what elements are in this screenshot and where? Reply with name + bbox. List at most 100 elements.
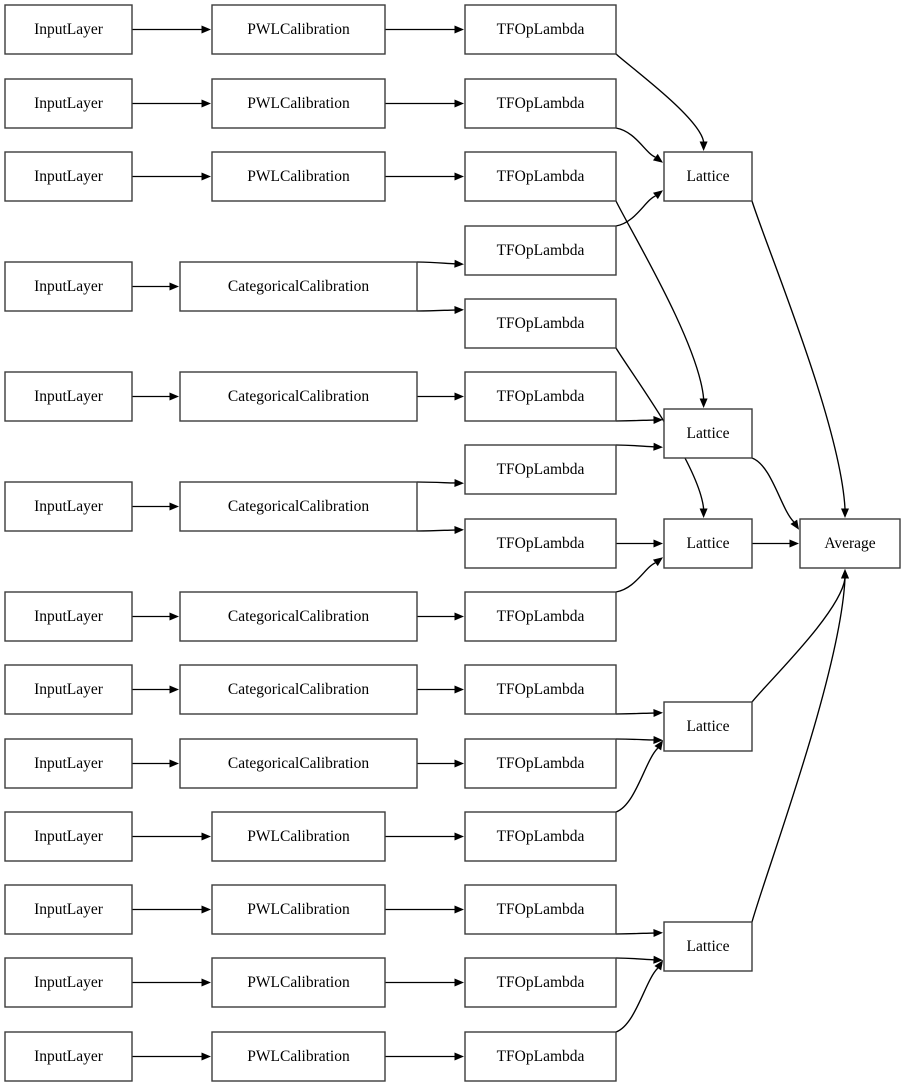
node-input-layer-2[interactable]: InputLayer <box>4 78 133 129</box>
node-pwl-calibration-1[interactable]: PWLCalibration <box>211 4 386 55</box>
node-tfoplambda-1[interactable]: TFOpLambda <box>464 4 617 55</box>
edge-lam9-to-lat3 <box>615 562 656 593</box>
node-input-layer-1-box <box>4 4 133 55</box>
node-tfoplambda-9[interactable]: TFOpLambda <box>464 591 617 642</box>
node-input-layer-8[interactable]: InputLayer <box>4 664 133 715</box>
node-tfoplambda-5[interactable]: TFOpLambda <box>464 298 617 349</box>
node-tfoplambda-10-box <box>464 664 617 715</box>
arrowhead-cal6-to-lam8 <box>454 526 464 535</box>
node-tfoplambda-9-box <box>464 591 617 642</box>
arrowhead-in10-to-cal10 <box>201 832 211 841</box>
node-categorical-calibration-7[interactable]: CategoricalCalibration <box>179 591 418 642</box>
node-input-layer-11[interactable]: InputLayer <box>4 884 133 935</box>
node-lattice-1-label: Lattice <box>686 168 729 185</box>
node-input-layer-13[interactable]: InputLayer <box>4 1031 133 1082</box>
node-average-label: Average <box>824 535 875 552</box>
node-input-layer-7[interactable]: InputLayer <box>4 591 133 642</box>
edge-lam15-to-lat5 <box>615 967 659 1033</box>
arrowhead-cal9-to-lam11 <box>454 759 464 768</box>
node-lattice-3[interactable]: Lattice <box>663 518 753 569</box>
arrowhead-cal4-to-lam5 <box>454 306 464 315</box>
edge-lam14-to-lat5 <box>615 957 654 961</box>
arrowhead-cal2-to-lam2 <box>454 99 464 108</box>
node-tfoplambda-7[interactable]: TFOpLambda <box>464 444 617 495</box>
node-input-layer-8-box <box>4 664 133 715</box>
node-tfoplambda-12-box <box>464 811 617 862</box>
arrowhead-in4-to-cal4 <box>169 282 179 291</box>
edge-lam6-to-lat2 <box>615 419 654 422</box>
node-input-layer-11-label: InputLayer <box>34 901 104 918</box>
arrowhead-lam9-to-lat3 <box>652 557 663 567</box>
node-categorical-calibration-4[interactable]: CategoricalCalibration <box>179 261 418 312</box>
node-lattice-2[interactable]: Lattice <box>663 408 753 459</box>
arrowhead-cal8-to-lam10 <box>454 685 464 694</box>
node-pwl-calibration-12[interactable]: PWLCalibration <box>211 957 386 1008</box>
node-pwl-calibration-3-box <box>211 151 386 202</box>
node-input-layer-4-box <box>4 261 133 312</box>
node-pwl-calibration-3[interactable]: PWLCalibration <box>211 151 386 202</box>
node-average[interactable]: Average <box>799 518 901 569</box>
node-input-layer-10-label: InputLayer <box>34 828 104 845</box>
node-categorical-calibration-8-label: CategoricalCalibration <box>228 681 369 698</box>
arrowhead-in3-to-cal3 <box>201 172 211 181</box>
arrowhead-cal1-to-lam1 <box>454 25 464 34</box>
node-pwl-calibration-2-label: PWLCalibration <box>247 95 350 112</box>
node-tfoplambda-2[interactable]: TFOpLambda <box>464 78 617 129</box>
node-tfoplambda-14[interactable]: TFOpLambda <box>464 957 617 1008</box>
arrowhead-lam6-to-lat2 <box>653 416 663 425</box>
node-input-layer-4[interactable]: InputLayer <box>4 261 133 312</box>
arrowhead-in9-to-cal9 <box>169 759 179 768</box>
node-tfoplambda-10[interactable]: TFOpLambda <box>464 664 617 715</box>
node-pwl-calibration-13[interactable]: PWLCalibration <box>211 1031 386 1082</box>
node-input-layer-6-box <box>4 481 133 532</box>
node-tfoplambda-8-box <box>464 518 617 569</box>
node-lattice-5[interactable]: Lattice <box>663 921 753 972</box>
node-input-layer-9[interactable]: InputLayer <box>4 738 133 789</box>
arrowhead-lat5-to-avg <box>841 569 849 579</box>
node-input-layer-3-box <box>4 151 133 202</box>
node-input-layer-2-box <box>4 78 133 129</box>
node-categorical-calibration-6[interactable]: CategoricalCalibration <box>179 481 418 532</box>
node-tfoplambda-2-box <box>464 78 617 129</box>
node-input-layer-12[interactable]: InputLayer <box>4 957 133 1008</box>
node-input-layer-4-label: InputLayer <box>34 278 104 295</box>
node-tfoplambda-12[interactable]: TFOpLambda <box>464 811 617 862</box>
node-categorical-calibration-8-box <box>179 664 418 715</box>
node-tfoplambda-13[interactable]: TFOpLambda <box>464 884 617 935</box>
node-pwl-calibration-10[interactable]: PWLCalibration <box>211 811 386 862</box>
node-lattice-1[interactable]: Lattice <box>663 151 753 202</box>
node-categorical-calibration-6-label: CategoricalCalibration <box>228 498 369 515</box>
arrowhead-lam5-to-lat3 <box>699 508 708 518</box>
node-tfoplambda-14-box <box>464 957 617 1008</box>
node-tfoplambda-8-label: TFOpLambda <box>497 535 585 552</box>
node-input-layer-5[interactable]: InputLayer <box>4 371 133 422</box>
node-input-layer-3[interactable]: InputLayer <box>4 151 133 202</box>
node-categorical-calibration-5[interactable]: CategoricalCalibration <box>179 371 418 422</box>
arrowhead-lam2-to-lat1 <box>652 153 663 163</box>
node-tfoplambda-15[interactable]: TFOpLambda <box>464 1031 617 1082</box>
node-input-layer-9-label: InputLayer <box>34 755 104 772</box>
node-tfoplambda-1-box <box>464 4 617 55</box>
arrowhead-cal10-to-lam12 <box>454 832 464 841</box>
node-lattice-4[interactable]: Lattice <box>663 701 753 752</box>
node-tfoplambda-14-label: TFOpLambda <box>497 974 585 991</box>
node-tfoplambda-11[interactable]: TFOpLambda <box>464 738 617 789</box>
node-tfoplambda-6[interactable]: TFOpLambda <box>464 371 617 422</box>
arrowhead-in13-to-cal13 <box>201 1052 211 1061</box>
node-pwl-calibration-2[interactable]: PWLCalibration <box>211 78 386 129</box>
edge-lam12-to-lat4 <box>615 747 659 813</box>
node-lattice-5-box <box>663 921 753 972</box>
node-input-layer-1[interactable]: InputLayer <box>4 4 133 55</box>
node-categorical-calibration-8[interactable]: CategoricalCalibration <box>179 664 418 715</box>
node-lattice-4-label: Lattice <box>686 718 729 735</box>
node-pwl-calibration-11[interactable]: PWLCalibration <box>211 884 386 935</box>
node-tfoplambda-3[interactable]: TFOpLambda <box>464 151 617 202</box>
edge-cal6-to-lam7 <box>416 481 455 484</box>
node-tfoplambda-4[interactable]: TFOpLambda <box>464 225 617 276</box>
node-input-layer-5-label: InputLayer <box>34 388 104 405</box>
node-categorical-calibration-9[interactable]: CategoricalCalibration <box>179 738 418 789</box>
node-tfoplambda-8[interactable]: TFOpLambda <box>464 518 617 569</box>
node-tfoplambda-12-label: TFOpLambda <box>497 828 585 845</box>
node-input-layer-10[interactable]: InputLayer <box>4 811 133 862</box>
node-input-layer-6[interactable]: InputLayer <box>4 481 133 532</box>
